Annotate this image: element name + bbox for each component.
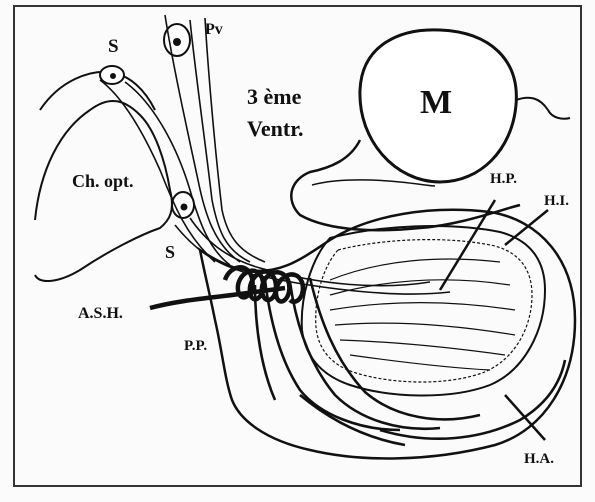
- label-ventricle-1: 3 ème: [247, 84, 302, 109]
- label-pv: Pv: [205, 21, 223, 38]
- label-ventricle-2: Ventr.: [247, 116, 303, 141]
- label-ch-opt: Ch. opt.: [72, 171, 134, 191]
- label-ha: H.A.: [524, 451, 554, 467]
- s-nucleus-top-dot: [110, 73, 116, 79]
- intermediate-lobe-inner: [316, 240, 532, 382]
- label-hi: H.I.: [544, 193, 569, 209]
- hi-leader: [505, 210, 548, 245]
- label-s-bottom: S: [165, 242, 175, 262]
- label-pp: P.P.: [184, 338, 207, 354]
- s-nucleus-bottom-dot: [181, 204, 188, 211]
- ventricle-floor-inner: [312, 180, 435, 186]
- label-hp: H.P.: [490, 171, 517, 187]
- label-s-top: S: [108, 36, 119, 57]
- hp-leader: [440, 200, 495, 290]
- label-m: M: [420, 84, 452, 121]
- posterior-lobe-fibers: [330, 259, 515, 370]
- m-tail: [516, 98, 570, 119]
- leader-lines: [440, 200, 548, 440]
- label-ash: A.S.H.: [78, 305, 123, 322]
- pv-nucleus-dot: [173, 38, 181, 46]
- superior-hypophyseal-artery: [150, 267, 303, 308]
